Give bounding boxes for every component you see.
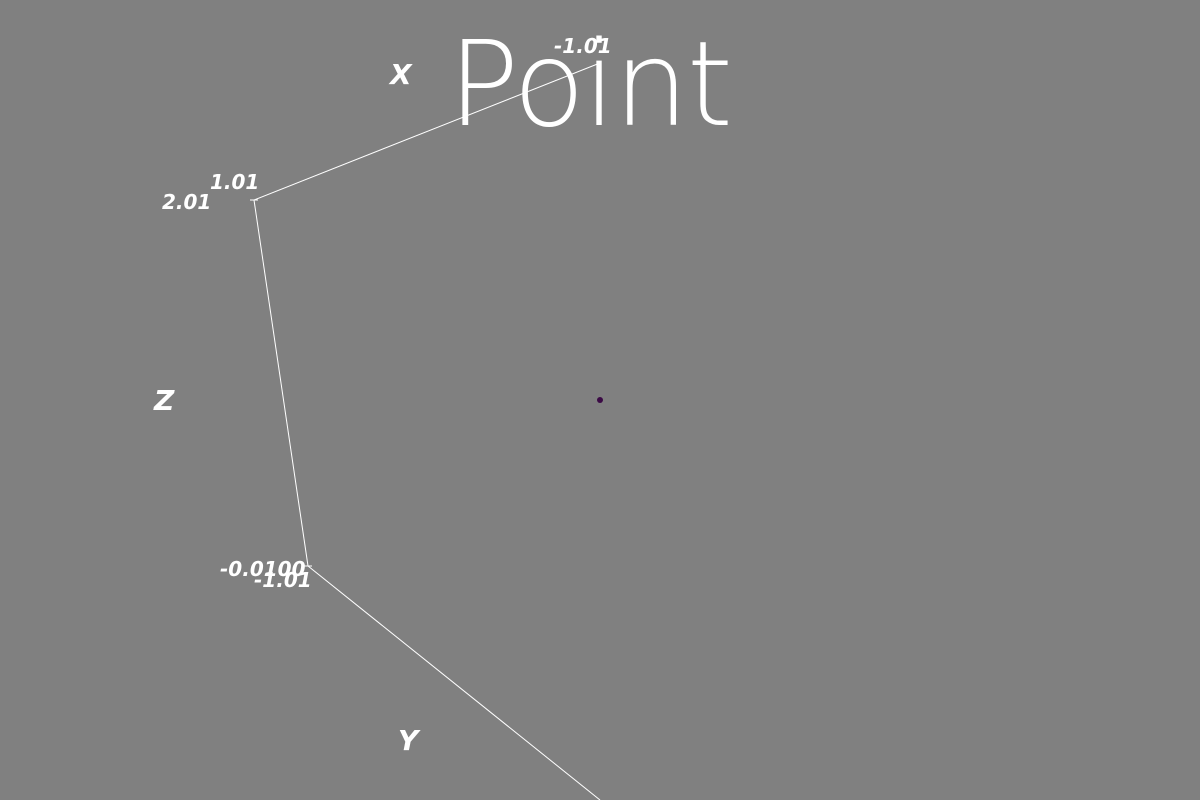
z-axis-max-tick-label: 2.01: [162, 190, 211, 214]
z-axis-name: Z: [153, 384, 175, 417]
y-axis-min-tick-label: -1.01: [254, 568, 312, 592]
x-axis-name: X: [388, 58, 413, 91]
z-axis-min-tick-label: -0.0100: [220, 557, 306, 581]
x-axis-max-tick-label: 1.01: [210, 170, 259, 194]
x-axis-min-tick-label: -1.01: [554, 34, 612, 58]
z-axis-line: [253, 199, 309, 567]
y-axis-name: Y: [398, 724, 421, 757]
y-axis-line: [307, 565, 601, 800]
plot-title: Point: [448, 15, 733, 153]
data-point[interactable]: [597, 397, 603, 403]
x-axis-line: [253, 62, 601, 201]
